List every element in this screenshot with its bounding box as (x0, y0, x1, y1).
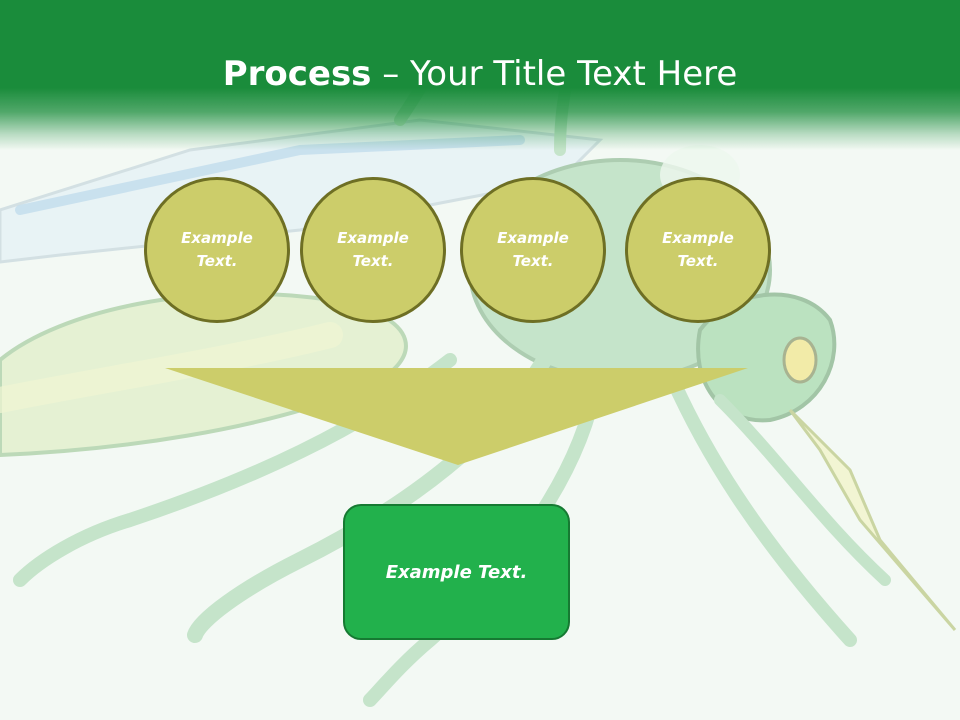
slide-title: Process – Your Title Text Here (0, 52, 960, 96)
process-step-4[interactable]: Example Text. (625, 177, 771, 323)
process-step-label: Example Text. (662, 229, 734, 270)
process-step-label: Example Text. (181, 229, 253, 270)
title-rest-text: – Your Title Text Here (371, 54, 738, 94)
process-step-label: Example Text. (497, 229, 569, 270)
process-step-1[interactable]: Example Text. (144, 177, 290, 323)
title-bar (0, 0, 960, 150)
process-step-label: Example Text. (337, 229, 409, 270)
result-label: Example Text. (385, 561, 528, 583)
process-step-2[interactable]: Example Text. (300, 177, 446, 323)
process-step-3[interactable]: Example Text. (460, 177, 606, 323)
title-bold-text: Process (222, 54, 372, 94)
result-box[interactable]: Example Text. (343, 504, 570, 640)
